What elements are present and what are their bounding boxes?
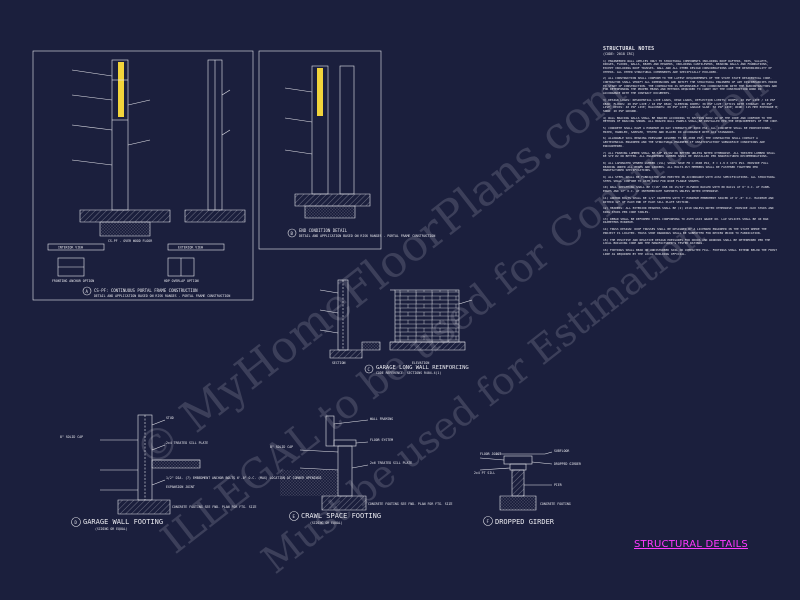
detail-e-labels: WALL FRAMING FLOOR SYSTEM 2x6 TREATED SI…	[270, 417, 453, 525]
callout-anchor-bolts: 1/2" DIA. (7) EMBEDMENT ANCHOR BOLTS 6'-…	[166, 476, 322, 480]
note-item: 15) THE POSITIVE AND NEGATIVE DESIGN PRE…	[603, 237, 771, 246]
note-item: 9) ALL STEEL SHALL BE FABRICATED AND ERE…	[603, 175, 776, 183]
note-item: 10) WALL SHEATHING SHALL BE 7/16" OSB OR…	[603, 185, 771, 194]
detail-garage-wall-footing	[71, 414, 201, 527]
note-item: 14) TRUSS DESIGN: ROOF TRUSSES SHALL BE …	[603, 227, 767, 235]
detail-e-bubble	[289, 511, 299, 521]
detail-f-labels: SUBFLOOR FLOOR JOIST 2x4 PT SILL DROPPED…	[474, 449, 581, 526]
callout-expansion-joint: EXPANSION JOINT	[166, 485, 195, 489]
callout-wall-framing: WALL FRAMING	[370, 417, 393, 421]
detail-a-border	[32, 50, 254, 301]
callout-pier: PIER	[554, 483, 562, 487]
detail-b-bubble	[287, 228, 297, 238]
callout-sill-plate: 2x4 TREATED SILL PLATE	[166, 441, 208, 445]
callout-floor-joist: FLOOR JOIST	[480, 452, 501, 456]
detail-e-title: CRAWL SPACE FOOTING	[301, 512, 381, 520]
callout-solid-cap: 8" SOLID CAP	[60, 435, 83, 439]
callout-concrete-footing: CONCRETE FOOTING SEE FND. PLAN FOR FTG. …	[172, 505, 257, 509]
callout-crawl-footing: CONCRETE FOOTING SEE FND. PLAN FOR FTG. …	[368, 502, 453, 506]
callout-crawl-sill: 2x6 TREATED SILL PLATE	[370, 461, 412, 465]
note-item: 2) ALL CONSTRUCTION SHALL CONFORM TO THE…	[603, 76, 778, 96]
detail-b-title: END CONDITION DETAIL	[299, 228, 348, 233]
interior-view-label: INTERIOR VIEW	[58, 246, 83, 250]
notes-title: STRUCTURAL NOTES	[603, 46, 655, 52]
detail-a-subtitle: DETAIL AND APPLICATION BASED ON RISK RAN…	[94, 294, 230, 298]
detail-garage-long-wall	[319, 279, 473, 374]
detail-c-subtitle: CODE REFERENCE: SECTIONS R404.4(1)	[376, 371, 441, 375]
insulation-fill-b	[317, 68, 323, 116]
detail-b-labels: B END CONDITION DETAIL DETAIL AND APPLIC…	[291, 228, 436, 238]
detail-a-number: A	[86, 289, 89, 294]
callout-stud: STUD	[166, 416, 174, 420]
sheet-title: STRUCTURAL DETAILS	[634, 539, 748, 550]
section-label: CS-PF - OVER WOOD FLOOR	[108, 239, 152, 243]
detail-portal-frame	[32, 50, 254, 301]
detail-d-bubble	[71, 517, 81, 527]
note-item: 11) ANCHOR BOLTS SHALL BE 1/2" DIAMETER …	[603, 195, 774, 204]
detail-e-subtitle: (SIDING OR EQUAL)	[310, 521, 343, 525]
detail-a-title: CS-PF: CONTINUOUS PORTAL FRAME CONSTRUCT…	[94, 288, 198, 293]
detail-e-number: E	[293, 514, 296, 519]
insulation-fill	[118, 62, 124, 117]
detail-f-bubble	[483, 516, 493, 526]
callout-girder-footing: CONCRETE FOOTING	[540, 502, 571, 506]
detail-b-border	[258, 50, 382, 250]
note-item: 16) FOOTINGS SHALL BEAR ON UNDISTURBED S…	[603, 247, 778, 256]
notes-subtitle: (CODE: 2018 IRC)	[603, 52, 635, 56]
detail-b-subtitle: DETAIL AND APPLICATION BASED ON RISK RAN…	[299, 234, 435, 238]
callout-sill: 2x4 PT SILL	[474, 471, 495, 475]
pier	[511, 469, 525, 497]
elevation-view-label: ELEVATION	[412, 361, 429, 365]
note-item: 8) ALL LAMINATED VENEER LUMBER (LVL) SHA…	[603, 160, 769, 173]
block-wall-elevation	[394, 289, 460, 343]
callout-dropped-girder: DROPPED GIRDER	[554, 462, 581, 466]
fronting-anchor-label: FRONTING ANCHOR OPTION	[52, 279, 94, 283]
detail-end-condition	[258, 50, 382, 250]
detail-crawl-space-footing	[280, 415, 369, 521]
detail-c-labels: SECTION ELEVATION C GARAGE LONG WALL REI…	[332, 361, 469, 375]
detail-c-number: C	[368, 367, 371, 372]
detail-d-labels: 8" SOLID CAP STUD 2x4 TREATED SILL PLATE…	[60, 416, 322, 531]
detail-f-title: DROPPED GIRDER	[495, 518, 555, 526]
note-item: 6) ALLOWABLE SOIL BEARING PRESSURE ASSUM…	[603, 136, 765, 148]
notes-list: 1) ENGINEERED WALL APPLIES ONLY TO STRUC…	[603, 58, 779, 257]
detail-d-subtitle: (SIDING OR EQUAL)	[95, 527, 128, 531]
detail-a-labels: CS-PF - OVER WOOD FLOOR INTERIOR VIEW EX…	[52, 239, 230, 298]
exterior-view-label: EXTERIOR VIEW	[178, 246, 203, 250]
note-item: 12) HEADERS: ALL EXTERIOR HEADERS SHALL …	[603, 206, 774, 214]
note-item: 3) DESIGN LOADS: RESIDENTIAL LIVE LOADS,…	[603, 97, 779, 113]
callout-floor-system: FLOOR SYSTEM	[370, 438, 393, 442]
callout-subfloor: SUBFLOOR	[554, 449, 569, 453]
detail-a-bubble	[82, 286, 92, 296]
note-item: 4) WALL BRACING WALLS SHALL BE BRACED AC…	[603, 115, 779, 124]
structural-notes: STRUCTURAL NOTES (CODE: 2018 IRC) 1) ENG…	[603, 46, 779, 466]
detail-c-title: GARAGE LONG WALL REINFORCING	[376, 365, 469, 371]
hdp-overlap-label: HDP OVERLAP OPTION	[164, 279, 199, 283]
detail-f-number: F	[487, 519, 490, 524]
note-item: 13) REBAR SHALL BE DEFORMED STEEL CONFOR…	[603, 216, 769, 225]
detail-c-bubble	[364, 364, 374, 374]
note-item: 1) ENGINEERED WALL APPLIES ONLY TO STRUC…	[603, 58, 772, 74]
callout-crawl-cap: 8" SOLID CAP	[270, 445, 293, 449]
detail-d-title: GARAGE WALL FOOTING	[83, 518, 163, 526]
note-item: 5) CONCRETE SHALL HAVE A MINIMUM 28 DAY …	[603, 126, 772, 134]
detail-d-number: D	[75, 520, 78, 525]
detail-dropped-girder	[479, 451, 553, 526]
detail-b-number: B	[291, 231, 294, 236]
note-item: 7) ALL FRAMING LUMBER SHALL BE SPF #1/#2…	[603, 150, 776, 159]
section-view-label: SECTION	[332, 361, 346, 365]
